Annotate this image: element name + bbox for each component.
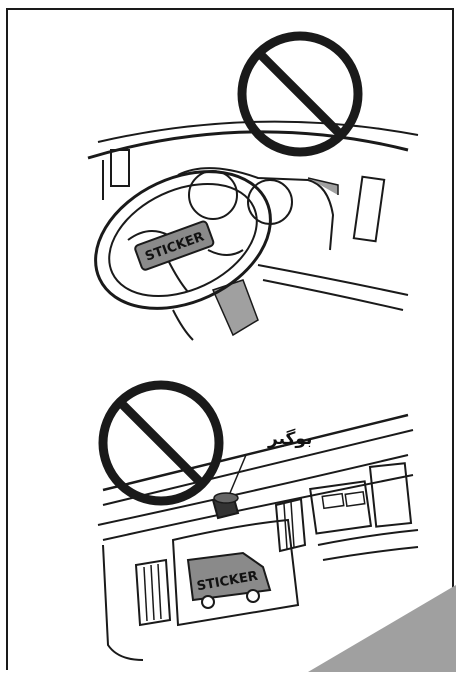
dashboard-panel: STICKER بوگیر (8, 355, 456, 672)
sticker-on-wheel: STICKER (134, 220, 214, 270)
left-vent-icon (111, 150, 129, 186)
dashboard-illustration: STICKER (8, 355, 456, 672)
car-sticker: STICKER (188, 553, 270, 608)
steering-wheel-illustration: STICKER (8, 10, 456, 355)
right-vent-icon (354, 177, 384, 241)
left-vent-icon (136, 560, 170, 625)
figure-frame: STICKER (6, 8, 454, 670)
no-entry-icon (103, 385, 219, 501)
steering-wheel-panel: STICKER (8, 10, 456, 355)
no-entry-icon (242, 36, 358, 152)
defroster-label: بوگیر (268, 429, 312, 449)
